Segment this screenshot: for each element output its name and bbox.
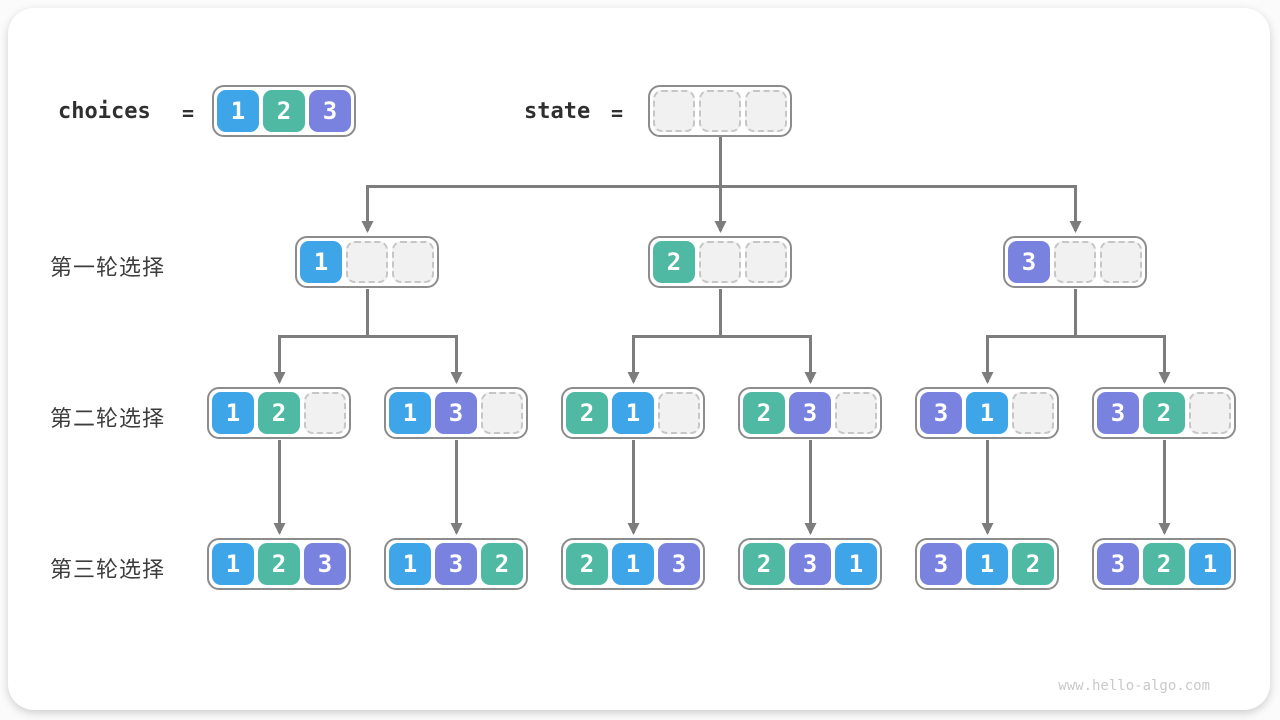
tree-node-l3-2: 1 3 2 bbox=[384, 538, 528, 590]
watermark: www.hello-algo.com bbox=[1058, 678, 1210, 694]
choices-label: choices bbox=[58, 99, 151, 124]
array-cell: 1 bbox=[389, 392, 431, 434]
array-cell: 2 bbox=[566, 543, 608, 585]
array-cell: 3 bbox=[435, 392, 477, 434]
array-cell: 3 bbox=[304, 543, 346, 585]
array-cell: 1 bbox=[966, 543, 1008, 585]
array-cell: 3 bbox=[1097, 392, 1139, 434]
array-cell: 3 bbox=[658, 543, 700, 585]
round-1-label: 第一轮选择 bbox=[50, 255, 166, 280]
array-cell: 1 bbox=[212, 543, 254, 585]
array-cell: 2 bbox=[258, 543, 300, 585]
array-cell: 1 bbox=[612, 543, 654, 585]
array-cell bbox=[304, 392, 346, 434]
array-cell: 1 bbox=[300, 241, 342, 283]
array-cell bbox=[699, 90, 741, 132]
array-cell: 1 bbox=[966, 392, 1008, 434]
tree-node-l2-1: 1 2 bbox=[207, 387, 351, 439]
array-cell bbox=[1100, 241, 1142, 283]
array-cell: 2 bbox=[566, 392, 608, 434]
tree-node-l2-3: 2 1 bbox=[561, 387, 705, 439]
array-cell bbox=[835, 392, 877, 434]
state-label: state bbox=[524, 99, 591, 124]
array-cell: 1 bbox=[835, 543, 877, 585]
array-cell bbox=[392, 241, 434, 283]
array-cell bbox=[653, 90, 695, 132]
array-cell: 3 bbox=[1008, 241, 1050, 283]
array-cell: 1 bbox=[389, 543, 431, 585]
array-cell: 3 bbox=[920, 392, 962, 434]
array-cell: 2 bbox=[263, 90, 305, 132]
tree-node-l1-2: 2 bbox=[648, 236, 792, 288]
array-cell bbox=[658, 392, 700, 434]
tree-node-l3-3: 2 1 3 bbox=[561, 538, 705, 590]
array-cell: 3 bbox=[435, 543, 477, 585]
array-cell: 1 bbox=[612, 392, 654, 434]
array-cell: 3 bbox=[920, 543, 962, 585]
array-cell: 1 bbox=[217, 90, 259, 132]
tree-node-l2-6: 3 2 bbox=[1092, 387, 1236, 439]
array-cell bbox=[1054, 241, 1096, 283]
array-cell bbox=[1012, 392, 1054, 434]
array-cell: 2 bbox=[743, 392, 785, 434]
array-cell bbox=[745, 241, 787, 283]
array-cell: 2 bbox=[258, 392, 300, 434]
state-box bbox=[648, 85, 792, 137]
tree-node-l1-3: 3 bbox=[1003, 236, 1147, 288]
array-cell: 2 bbox=[743, 543, 785, 585]
array-cell: 2 bbox=[1143, 392, 1185, 434]
array-cell bbox=[481, 392, 523, 434]
tree-node-l3-6: 3 2 1 bbox=[1092, 538, 1236, 590]
array-cell: 3 bbox=[309, 90, 351, 132]
choices-equals-sign: = bbox=[182, 101, 195, 125]
array-cell: 1 bbox=[1189, 543, 1231, 585]
array-cell: 3 bbox=[1097, 543, 1139, 585]
state-equals-sign: = bbox=[611, 101, 624, 125]
array-cell: 3 bbox=[789, 392, 831, 434]
array-cell bbox=[699, 241, 741, 283]
array-cell bbox=[745, 90, 787, 132]
array-cell: 2 bbox=[653, 241, 695, 283]
round-2-label: 第二轮选择 bbox=[50, 406, 166, 431]
array-cell: 2 bbox=[1012, 543, 1054, 585]
round-3-label: 第三轮选择 bbox=[50, 557, 166, 582]
tree-node-l3-4: 2 3 1 bbox=[738, 538, 882, 590]
tree-node-l2-2: 1 3 bbox=[384, 387, 528, 439]
tree-node-l2-5: 3 1 bbox=[915, 387, 1059, 439]
array-cell bbox=[1189, 392, 1231, 434]
tree-node-l3-5: 3 1 2 bbox=[915, 538, 1059, 590]
array-cell: 2 bbox=[481, 543, 523, 585]
choices-box: 1 2 3 bbox=[212, 85, 356, 137]
array-cell: 2 bbox=[1143, 543, 1185, 585]
tree-node-l1-1: 1 bbox=[295, 236, 439, 288]
array-cell: 3 bbox=[789, 543, 831, 585]
tree-node-l3-1: 1 2 3 bbox=[207, 538, 351, 590]
array-cell bbox=[346, 241, 388, 283]
tree-node-l2-4: 2 3 bbox=[738, 387, 882, 439]
array-cell: 1 bbox=[212, 392, 254, 434]
